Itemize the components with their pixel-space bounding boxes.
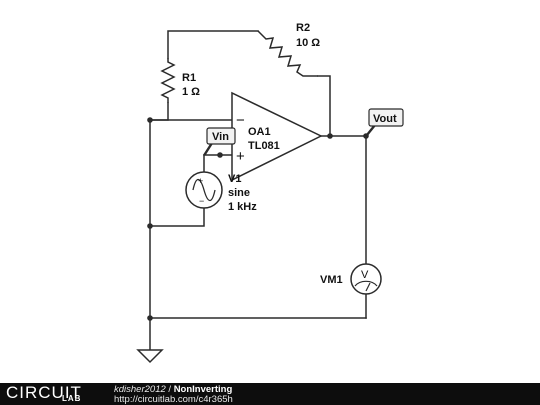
resistor-r1[interactable]: R1 1 Ω: [160, 58, 200, 103]
r1-value: 1 Ω: [182, 86, 200, 98]
probe-vout[interactable]: Vout: [365, 108, 404, 137]
author-line: kdisher2012 / NonInverting: [114, 384, 232, 395]
opamp-noninverting-symbol: +: [236, 148, 245, 165]
circuit-title[interactable]: NonInverting: [173, 384, 233, 395]
source-plus-symbol: +: [198, 176, 203, 186]
probe-vout-label: Vout: [373, 113, 397, 125]
probe-vin-label: Vin: [212, 131, 229, 143]
junction-inv: [147, 117, 153, 123]
junction-ground: [147, 315, 153, 321]
source-minus-symbol: −: [199, 196, 204, 206]
wire-r2-to-output: [317, 75, 331, 137]
r2-name: R2: [296, 22, 310, 34]
junctions: [147, 117, 369, 321]
source-freq: 1 kHz: [228, 201, 257, 213]
opamp-inverting-symbol: −: [236, 112, 245, 129]
wire-source-bottom: [149, 207, 205, 227]
circuitlab-logo-text: CIRCUIT: [6, 383, 82, 402]
source-name: V1: [228, 173, 241, 185]
r2-value: 10 Ω: [296, 37, 320, 49]
junction-out-feedback: [327, 133, 333, 139]
voltmeter-symbol: V: [361, 269, 369, 281]
ground-symbol: [136, 349, 164, 364]
opamp-model: TL081: [248, 140, 280, 152]
opamp-oa1[interactable]: − + OA1 TL081: [231, 91, 323, 182]
title-separator: /: [165, 384, 174, 395]
wire-top-left: [167, 30, 259, 59]
voltmeter-vm1[interactable]: V VM1: [320, 263, 382, 295]
voltmeter-name: VM1: [320, 274, 343, 286]
source-v1[interactable]: + − V1 sine 1 kHz: [185, 171, 257, 213]
circuit-url[interactable]: http://circuitlab.com/c4r365h: [114, 394, 233, 405]
wires: [149, 30, 367, 351]
wire-r1-to-inv: [149, 102, 169, 319]
opamp-name: OA1: [248, 126, 271, 138]
author-name[interactable]: kdisher2012: [114, 384, 166, 395]
footer-bar: CIRCUIT LAB kdisher2012 / NonInverting h…: [0, 383, 540, 405]
source-type: sine: [228, 187, 250, 199]
r1-name: R1: [182, 72, 196, 84]
junction-noninv: [217, 152, 223, 158]
resistor-r2[interactable]: R2 10 Ω: [257, 22, 320, 77]
junction-source-return: [147, 223, 153, 229]
probe-vin[interactable]: Vin: [203, 127, 236, 156]
schematic-canvas: R1 1 Ω R2 10 Ω − + OA1 TL081 + − V1 sine…: [136, 22, 404, 364]
circuitlab-logo-sub: LAB: [62, 394, 82, 403]
